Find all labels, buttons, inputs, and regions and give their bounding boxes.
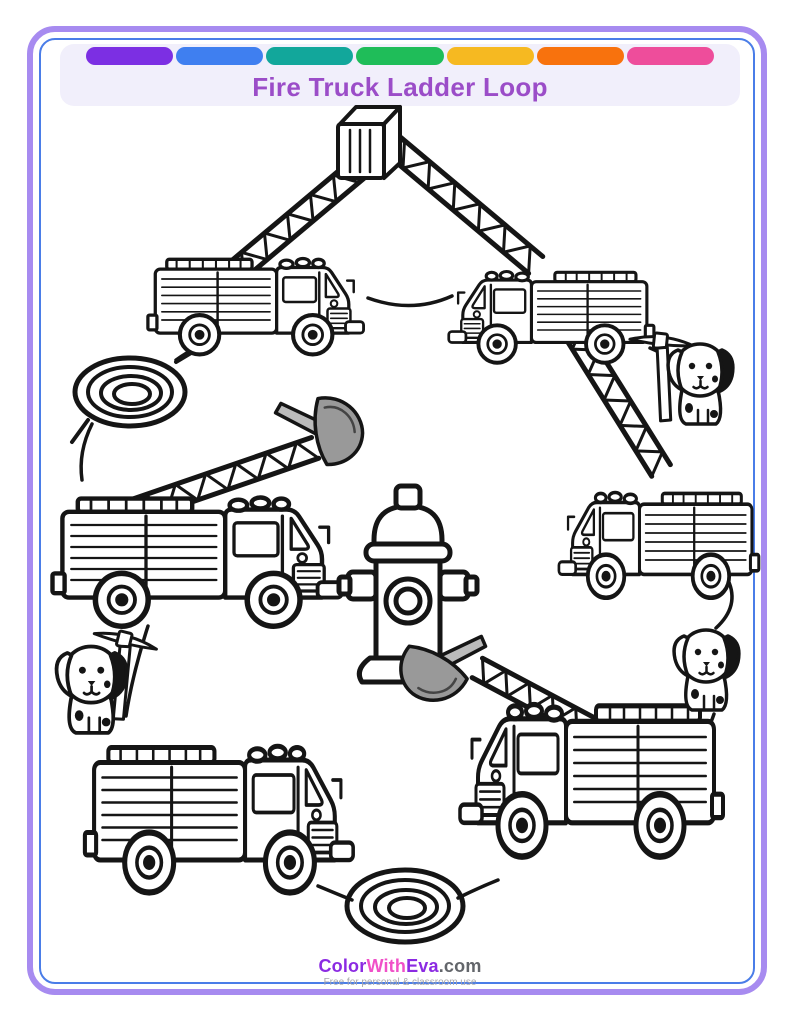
aerial-ladder-top-right bbox=[378, 130, 543, 273]
rainbow-segment bbox=[446, 47, 534, 65]
rainbow-segment bbox=[266, 47, 354, 65]
brand-part: .com bbox=[438, 956, 482, 976]
footer: ColorWithEva.com Free for personal & cla… bbox=[0, 956, 800, 988]
outer-page-border bbox=[27, 26, 767, 995]
dalmatian-puppy-right bbox=[666, 342, 735, 426]
rainbow-segment bbox=[536, 47, 624, 65]
rainbow-segment bbox=[86, 47, 174, 65]
fire-hydrant bbox=[336, 483, 480, 685]
fire-truck-bottom-left bbox=[85, 746, 353, 892]
brand-tagline: Free for personal & classroom use bbox=[323, 976, 477, 988]
brand-part: Color bbox=[318, 956, 367, 976]
page-title: Fire Truck Ladder Loop bbox=[252, 72, 548, 102]
rainbow-segment bbox=[626, 47, 714, 65]
fire-truck-middle-left bbox=[53, 498, 342, 627]
fire-truck-top-right bbox=[446, 269, 656, 365]
inner-page-border bbox=[39, 38, 755, 984]
brand-part: With bbox=[366, 956, 407, 976]
fire-truck-middle-right bbox=[559, 493, 759, 598]
fire-truck-top-left bbox=[148, 259, 364, 355]
coiled-hose-bottom bbox=[344, 867, 466, 945]
fire-truck-bottom-right bbox=[460, 705, 723, 857]
rainbow-bar bbox=[86, 47, 714, 65]
dalmatian-puppy-bottom-right bbox=[672, 628, 741, 712]
brand-part: Eva bbox=[406, 956, 439, 976]
rainbow-segment bbox=[176, 47, 264, 65]
brand-wordmark: ColorWithEva.com bbox=[0, 956, 800, 977]
rescue-basket bbox=[336, 105, 402, 180]
rainbow-segment bbox=[356, 47, 444, 65]
